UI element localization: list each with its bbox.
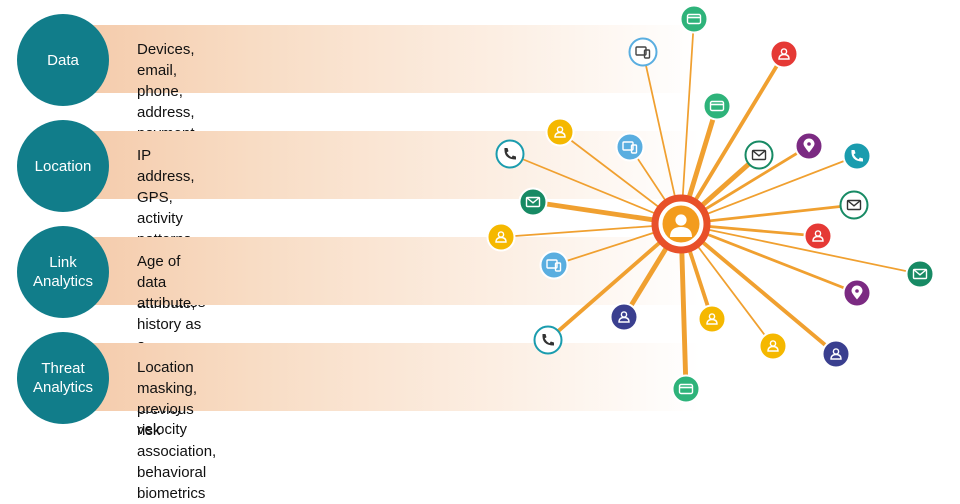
person-node xyxy=(697,304,727,334)
person-node xyxy=(803,221,833,251)
row-band xyxy=(60,343,700,411)
person-icon xyxy=(495,231,507,243)
mail-node xyxy=(905,259,935,289)
entity-network-diagram xyxy=(486,4,935,404)
location-pin-node xyxy=(794,131,824,161)
phone-icon xyxy=(542,334,554,346)
person-icon xyxy=(778,48,790,60)
network-link xyxy=(500,223,682,238)
phone-node xyxy=(495,139,525,169)
credit-card-node xyxy=(671,374,701,404)
person-icon xyxy=(618,311,630,323)
central-entity xyxy=(651,194,711,254)
phone-icon xyxy=(851,150,863,162)
row-band xyxy=(60,237,700,305)
device-icon xyxy=(546,259,562,272)
person-node xyxy=(821,339,851,369)
category-circle-location: Location xyxy=(17,120,109,212)
network-link xyxy=(509,153,682,225)
mail-icon xyxy=(912,268,928,280)
person-icon xyxy=(830,348,842,360)
device-icon xyxy=(622,141,638,154)
category-circle-link-analytics: Link Analytics xyxy=(17,226,109,318)
network-nodes xyxy=(486,4,935,404)
mail-node xyxy=(518,187,548,217)
person-node xyxy=(545,117,575,147)
person-icon xyxy=(767,340,779,352)
person-node xyxy=(769,39,799,69)
credit-card-icon xyxy=(709,100,725,112)
person-node xyxy=(609,302,639,332)
device-icon xyxy=(635,46,651,59)
phone-node xyxy=(533,325,563,355)
person-icon xyxy=(706,313,718,325)
person-icon xyxy=(670,214,692,237)
location-pin-node xyxy=(842,278,872,308)
mail-node xyxy=(744,140,774,170)
network-link xyxy=(680,223,921,275)
device-node xyxy=(615,132,645,162)
network-link xyxy=(680,18,695,225)
network-link xyxy=(680,155,858,225)
credit-card-node xyxy=(702,91,732,121)
person-node xyxy=(486,222,516,252)
credit-card-node xyxy=(679,4,709,34)
category-circle-data: Data xyxy=(17,14,109,106)
network-link xyxy=(679,52,786,226)
network-link xyxy=(679,222,859,295)
mail-icon xyxy=(846,199,862,211)
row-band xyxy=(60,25,700,93)
credit-card-icon xyxy=(686,13,702,25)
network-link xyxy=(679,222,838,356)
person-node xyxy=(758,331,788,361)
person-icon xyxy=(812,230,824,242)
mail-node xyxy=(839,190,869,220)
device-node xyxy=(539,250,569,280)
mail-icon xyxy=(751,149,767,161)
phone-node xyxy=(842,141,872,171)
category-circle-threat-analytics: Threat Analytics xyxy=(17,332,109,424)
mail-icon xyxy=(525,196,541,208)
location-pin-icon xyxy=(851,285,863,300)
person-icon xyxy=(554,126,566,138)
credit-card-icon xyxy=(678,383,694,395)
location-pin-icon xyxy=(803,138,815,153)
phone-icon xyxy=(504,148,516,160)
device-node xyxy=(628,37,658,67)
